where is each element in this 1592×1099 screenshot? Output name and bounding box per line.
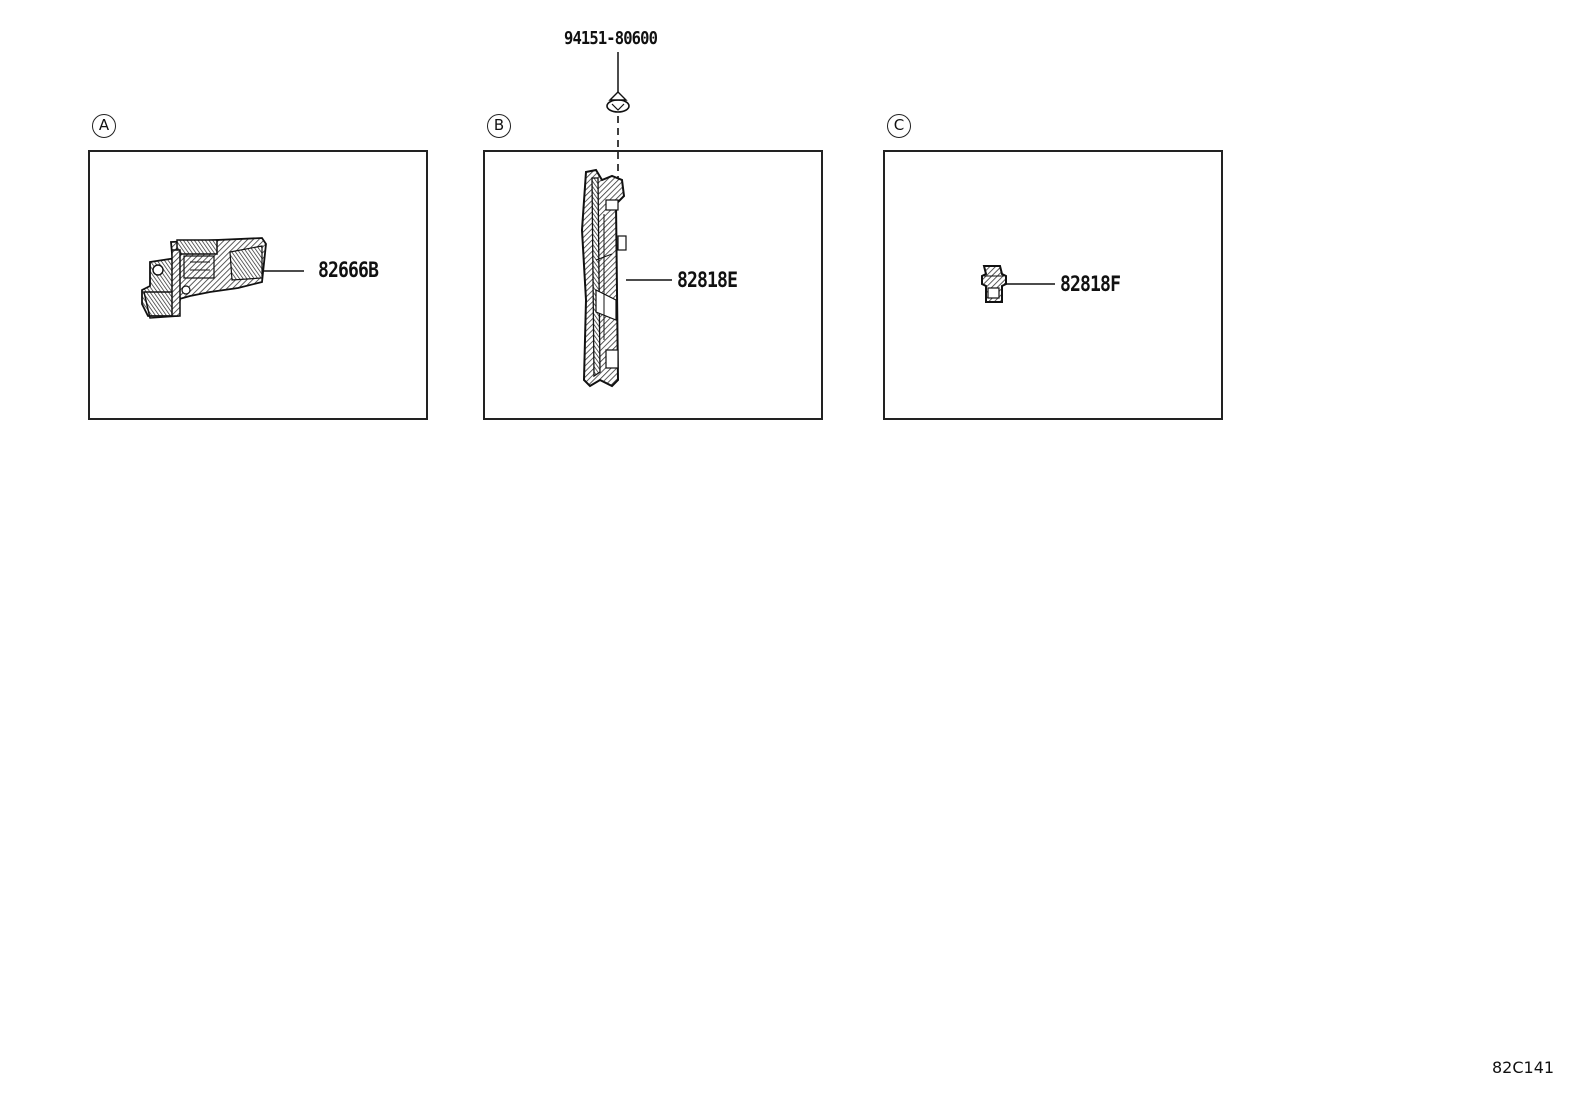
- fastener-part-number[interactable]: 94151-80600: [564, 28, 658, 49]
- panel-c: [883, 150, 1223, 420]
- part-number-82818f[interactable]: 82818F: [1060, 272, 1121, 296]
- panel-b: [483, 150, 823, 420]
- diagram-reference-id: 82C141: [1492, 1058, 1555, 1077]
- part-number-82818e[interactable]: 82818E: [677, 268, 738, 292]
- section-label-c: C: [887, 114, 911, 138]
- panel-a: [88, 150, 428, 420]
- fastener-clip-icon: [606, 91, 630, 113]
- section-label-b: B: [487, 114, 511, 138]
- section-label-a: A: [92, 114, 116, 138]
- part-number-82666b[interactable]: 82666B: [318, 258, 379, 282]
